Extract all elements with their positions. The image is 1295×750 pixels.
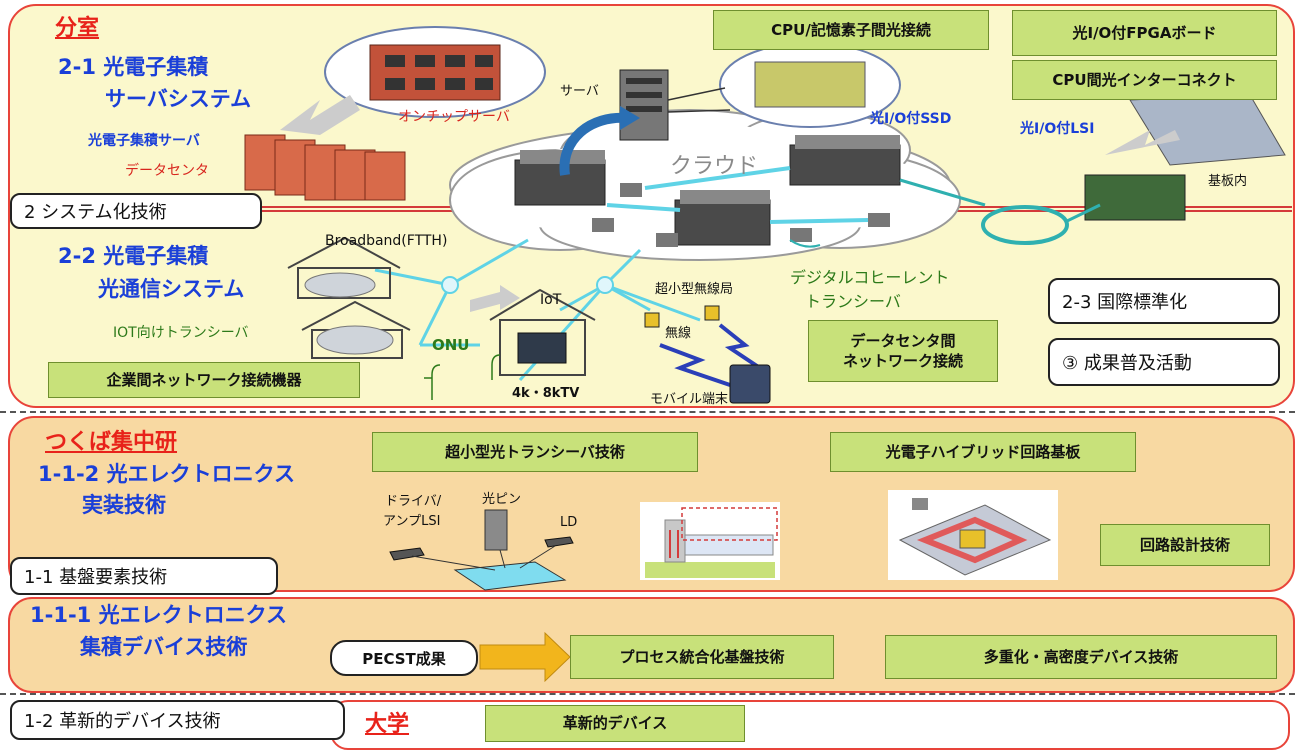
gray-arrow-left <box>280 95 360 135</box>
small-module-5 <box>790 228 812 242</box>
lsi-board <box>1129 94 1286 166</box>
university-title: 大学 <box>365 712 410 737</box>
gray-arrow-right <box>1105 130 1180 155</box>
ssd-label: 光I/O付SSD <box>870 111 952 127</box>
topic-1-1-1-line2: 集積デバイス技術 <box>80 635 248 659</box>
base-tech-box: 1-1 基盤要素技術 <box>10 557 278 595</box>
fiber-coil <box>981 205 1069 245</box>
circuit-design-box: 回路設計技術 <box>1100 524 1270 566</box>
hybrid-board-box: 光電子ハイブリッド回路基板 <box>830 432 1136 472</box>
topic-2-1-line1: 2-1 光電子集積 <box>58 55 209 79</box>
micro-transceiver-box: 超小型光トランシーバ技術 <box>372 432 698 472</box>
ssd-board <box>754 61 866 108</box>
usb-2 <box>316 325 394 355</box>
pecst-box: PECST成果 <box>330 640 478 676</box>
lsi-label: 光I/O付LSI <box>1020 121 1095 137</box>
server-rack-1 <box>514 150 606 206</box>
driver-label-2: アンプLSI <box>383 514 441 529</box>
gray-arrow-iot <box>470 285 520 312</box>
server-label: サーバ <box>560 84 599 99</box>
ld-label: LD <box>560 515 578 530</box>
small-module-3 <box>656 233 678 247</box>
tv-label: 4k・8kTV <box>512 386 580 401</box>
divider-top <box>0 411 1295 413</box>
onchip-server-label: オンチップサーバ <box>398 109 510 125</box>
coherent-label-2: トランシーバ <box>805 292 901 311</box>
small-module-2 <box>592 218 614 232</box>
ld-chip <box>544 536 574 548</box>
pecst-arrow <box>479 631 571 683</box>
driver-label-1: ドライバ/ <box>385 494 442 509</box>
wireless-bolt-2 <box>718 323 762 370</box>
topic-1-1-2-line2: 実装技術 <box>82 493 166 517</box>
micro-station-label: 超小型無線局 <box>655 282 734 297</box>
cloud-label: クラウド <box>670 154 759 179</box>
iot-label: IoT <box>540 292 562 308</box>
topic-1-1-1-line1: 1-1-1 光エレクトロニクス <box>30 603 287 627</box>
innovative-tech-box: 1-2 革新的デバイス技術 <box>10 700 345 740</box>
optical-pin-label: 光ピン <box>482 492 522 507</box>
base-station-1 <box>644 312 660 328</box>
onchip-chip <box>369 44 501 101</box>
datacenter-racks <box>244 134 406 201</box>
house-1 <box>287 236 401 299</box>
enterprise-network-box: 企業間ネットワーク接続機器 <box>48 362 360 398</box>
small-module-4 <box>868 213 890 227</box>
optical-board <box>453 561 567 591</box>
multiplex-box: 多重化・高密度デバイス技術 <box>885 635 1277 679</box>
cpu-memory-box: CPU/記憶素子間光接続 <box>713 10 989 50</box>
small-module-1 <box>620 183 642 197</box>
center-title: つくば集中研 <box>45 430 178 455</box>
cpu-interconnect-box: CPU間光インターコネクト <box>1012 60 1277 100</box>
fpga-box: 光I/O付FPGAボード <box>1012 10 1277 56</box>
mobile-label: モバイル端末 <box>650 392 729 407</box>
server-tower <box>619 69 669 141</box>
pcb-board <box>1084 174 1186 221</box>
house-iot <box>489 288 596 376</box>
datacenter-label: データセンタ <box>125 163 209 179</box>
server-rack-3 <box>789 135 901 186</box>
wireless-label: 無線 <box>665 326 692 341</box>
optical-pin <box>484 509 508 551</box>
mobile-tablet <box>729 364 771 404</box>
datacenter-network-line2: ネットワーク接続 <box>842 352 963 370</box>
process-integration-box: プロセス統合化基盤技術 <box>570 635 834 679</box>
broadband-label: Broadband(FTTH) <box>325 233 448 249</box>
board-inside-label: 基板内 <box>1208 174 1248 189</box>
system-tech-box: 2 システム化技術 <box>10 193 262 229</box>
innovative-device-box: 革新的デバイス <box>485 705 745 742</box>
outreach-box: ③ 成果普及活動 <box>1048 338 1280 386</box>
datacenter-network-box: データセンタ間 ネットワーク接続 <box>808 320 998 382</box>
topic-1-1-2-line1: 1-1-2 光エレクトロニクス <box>38 462 295 486</box>
topic-2-1-line2: サーバシステム <box>105 87 252 111</box>
topic-2-2-line2: 光通信システム <box>98 277 245 301</box>
topic-2-2-line1: 2-2 光電子集積 <box>58 244 209 268</box>
coherent-label-1: デジタルコヒーレント <box>790 268 950 287</box>
base-station-2 <box>704 305 720 321</box>
branch-title: 分室 <box>55 16 100 41</box>
divider-bottom <box>0 693 1295 695</box>
iot-transceiver-label: IOT向けトランシーバ <box>113 325 249 341</box>
tv-screen <box>517 332 567 364</box>
curved-arrow <box>559 112 629 176</box>
driver-chip <box>389 547 425 561</box>
opto-server-label: 光電子集積サーバ <box>88 133 200 149</box>
datacenter-network-line1: データセンタ間 <box>850 331 956 350</box>
wireless-bolt-1 <box>659 343 731 387</box>
server-rack-2 <box>674 190 771 246</box>
cloud-links <box>606 166 869 224</box>
standardization-box: 2-3 国際標準化 <box>1048 278 1280 324</box>
onu-label: ONU <box>432 336 470 354</box>
usb-1 <box>304 272 376 298</box>
